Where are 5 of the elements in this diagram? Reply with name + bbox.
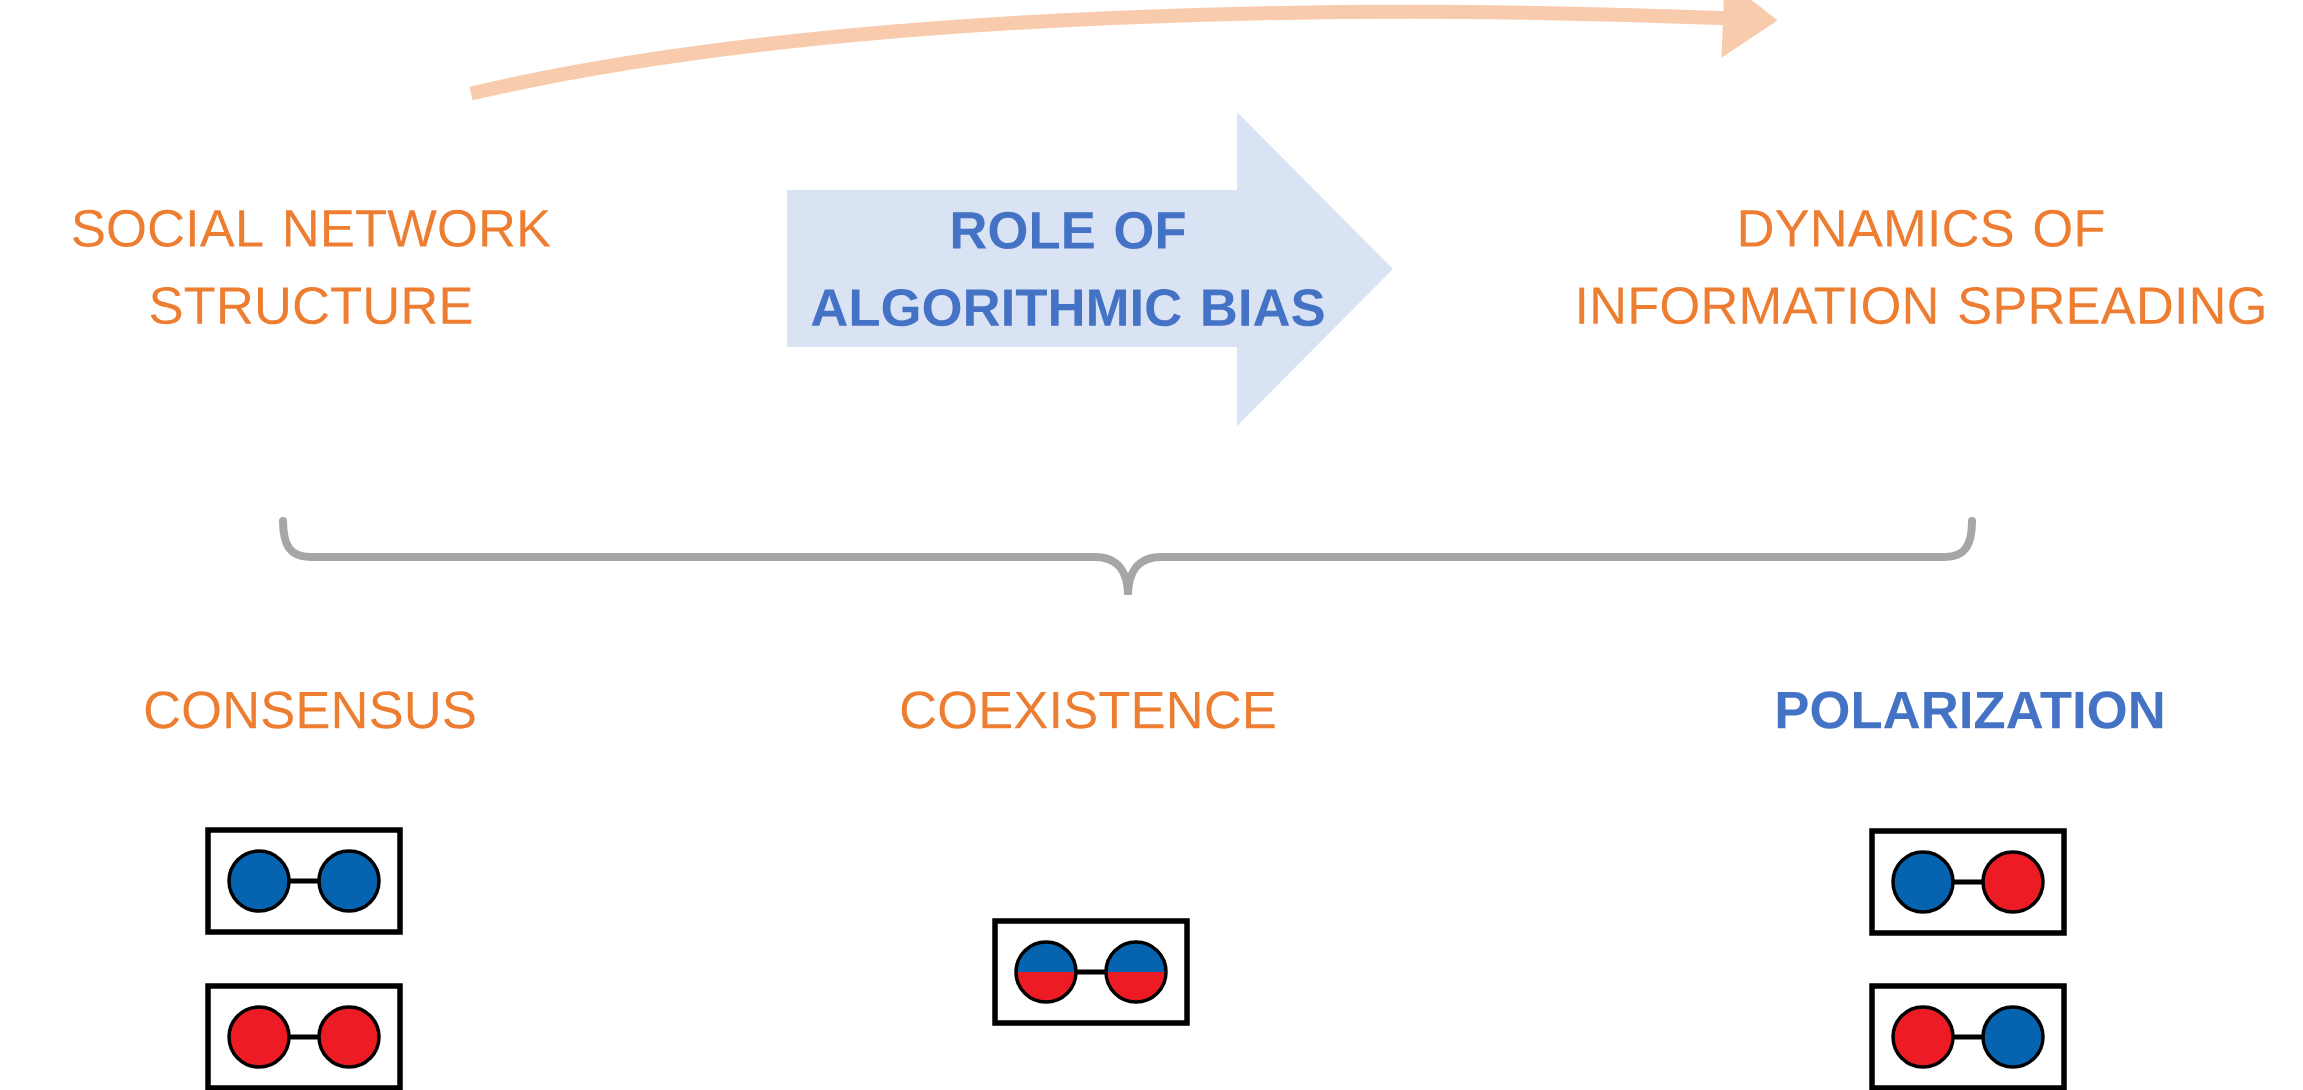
heading-text: CONSENSUS — [145, 691, 475, 729]
heading-text: COEXISTENCE — [901, 691, 1275, 729]
heading-text: DYNAMICS OF INFORMATION SPREADING — [1579, 209, 2264, 325]
heading-text: POLARIZATION — [1777, 691, 2163, 729]
heading-text: SOCIAL NETWORK STRUCTURE — [73, 209, 551, 325]
